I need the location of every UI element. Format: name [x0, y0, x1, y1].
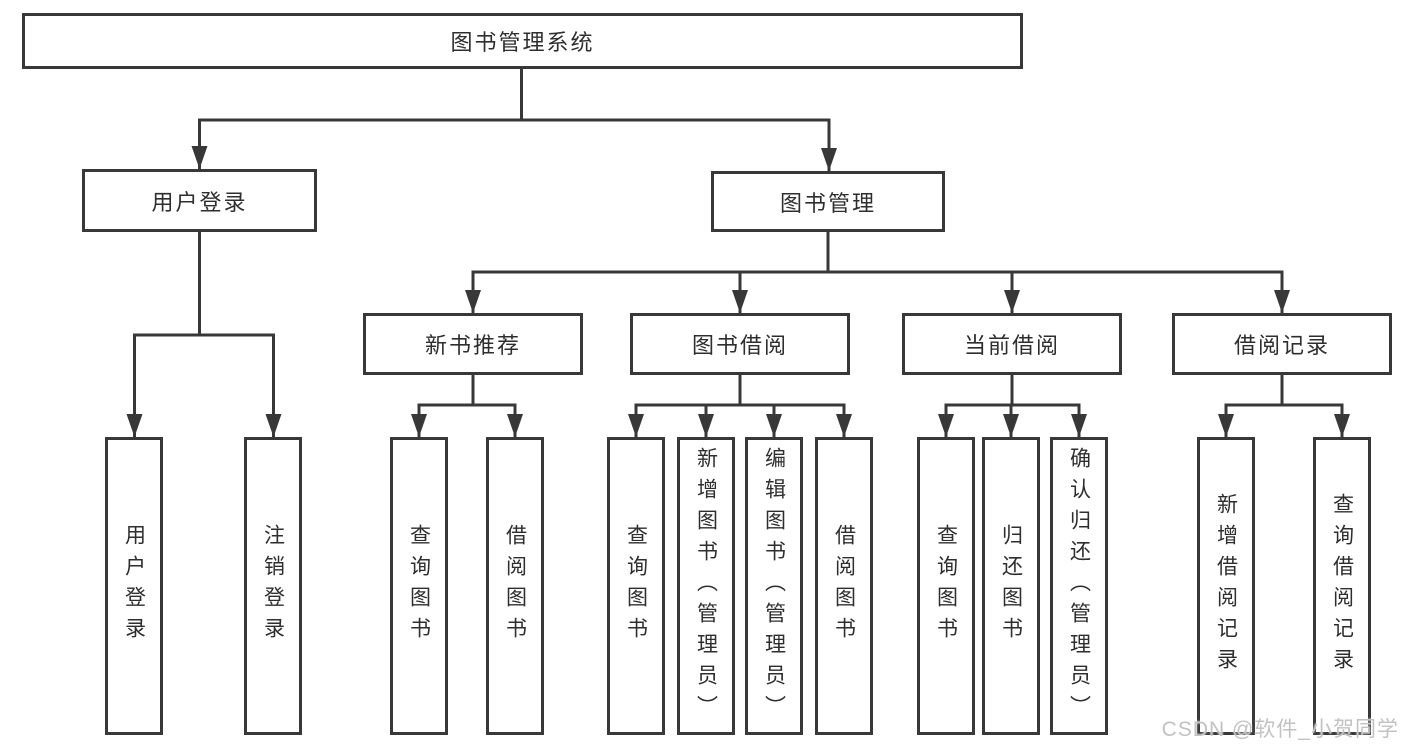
leaf-label: 查询图书 — [934, 524, 958, 648]
leaf-label: 查询图书 — [624, 524, 648, 648]
leaf-borrow-books-recommend: 借阅图书 — [486, 437, 544, 735]
node-book-borrow: 图书借阅 — [630, 313, 850, 375]
leaf-edit-books-admin: 编辑图书（管理员） — [745, 437, 803, 735]
leaf-query-books-recommend: 查询图书 — [390, 437, 448, 735]
node-current-borrow: 当前借阅 — [902, 313, 1122, 375]
leaf-logout: 注销登录 — [244, 437, 302, 735]
connector-records-branch — [1218, 403, 1350, 437]
leaf-add-borrow-record: 新增借阅记录 — [1197, 437, 1255, 735]
node-borrow-records: 借阅记录 — [1172, 313, 1392, 375]
node-root: 图书管理系统 — [22, 13, 1023, 69]
connector-mgmt-branch — [465, 270, 1290, 313]
leaf-label: 查询图书 — [407, 524, 431, 648]
leaf-confirm-return-admin: 确认归还（管理员） — [1050, 437, 1108, 735]
leaf-query-borrow-record: 查询借阅记录 — [1313, 437, 1371, 735]
leaf-borrow-books: 借阅图书 — [815, 437, 873, 735]
leaf-query-books-borrow: 查询图书 — [607, 437, 665, 735]
leaf-label: 确认归还（管理员） — [1067, 446, 1091, 726]
node-new-book-recommend: 新书推荐 — [363, 313, 583, 375]
node-user-login: 用户登录 — [82, 169, 317, 232]
leaf-add-books-admin: 新增图书（管理员） — [677, 437, 735, 735]
leaf-return-books: 归还图书 — [982, 437, 1040, 735]
leaf-label: 归还图书 — [999, 524, 1023, 648]
leaf-label: 编辑图书（管理员） — [762, 446, 786, 726]
node-book-management: 图书管理 — [711, 171, 945, 232]
leaf-query-books-current: 查询图书 — [917, 437, 975, 735]
leaf-user-login: 用户登录 — [105, 437, 163, 735]
csdn-watermark: CSDN @软件_小贺同学 — [1161, 718, 1399, 741]
connector-login-branch — [126, 333, 282, 437]
connector-recommend-branch — [411, 403, 523, 437]
leaf-label: 查询借阅记录 — [1330, 493, 1354, 679]
connector-root-branch — [191, 118, 837, 171]
leaf-label: 注销登录 — [261, 524, 285, 648]
leaf-label: 借阅图书 — [832, 524, 856, 648]
leaf-label: 用户登录 — [122, 524, 146, 648]
connector-borrow-branch — [628, 403, 852, 437]
leaf-label: 借阅图书 — [503, 524, 527, 648]
leaf-label: 新增图书（管理员） — [694, 446, 718, 726]
leaf-label: 新增借阅记录 — [1214, 493, 1238, 679]
